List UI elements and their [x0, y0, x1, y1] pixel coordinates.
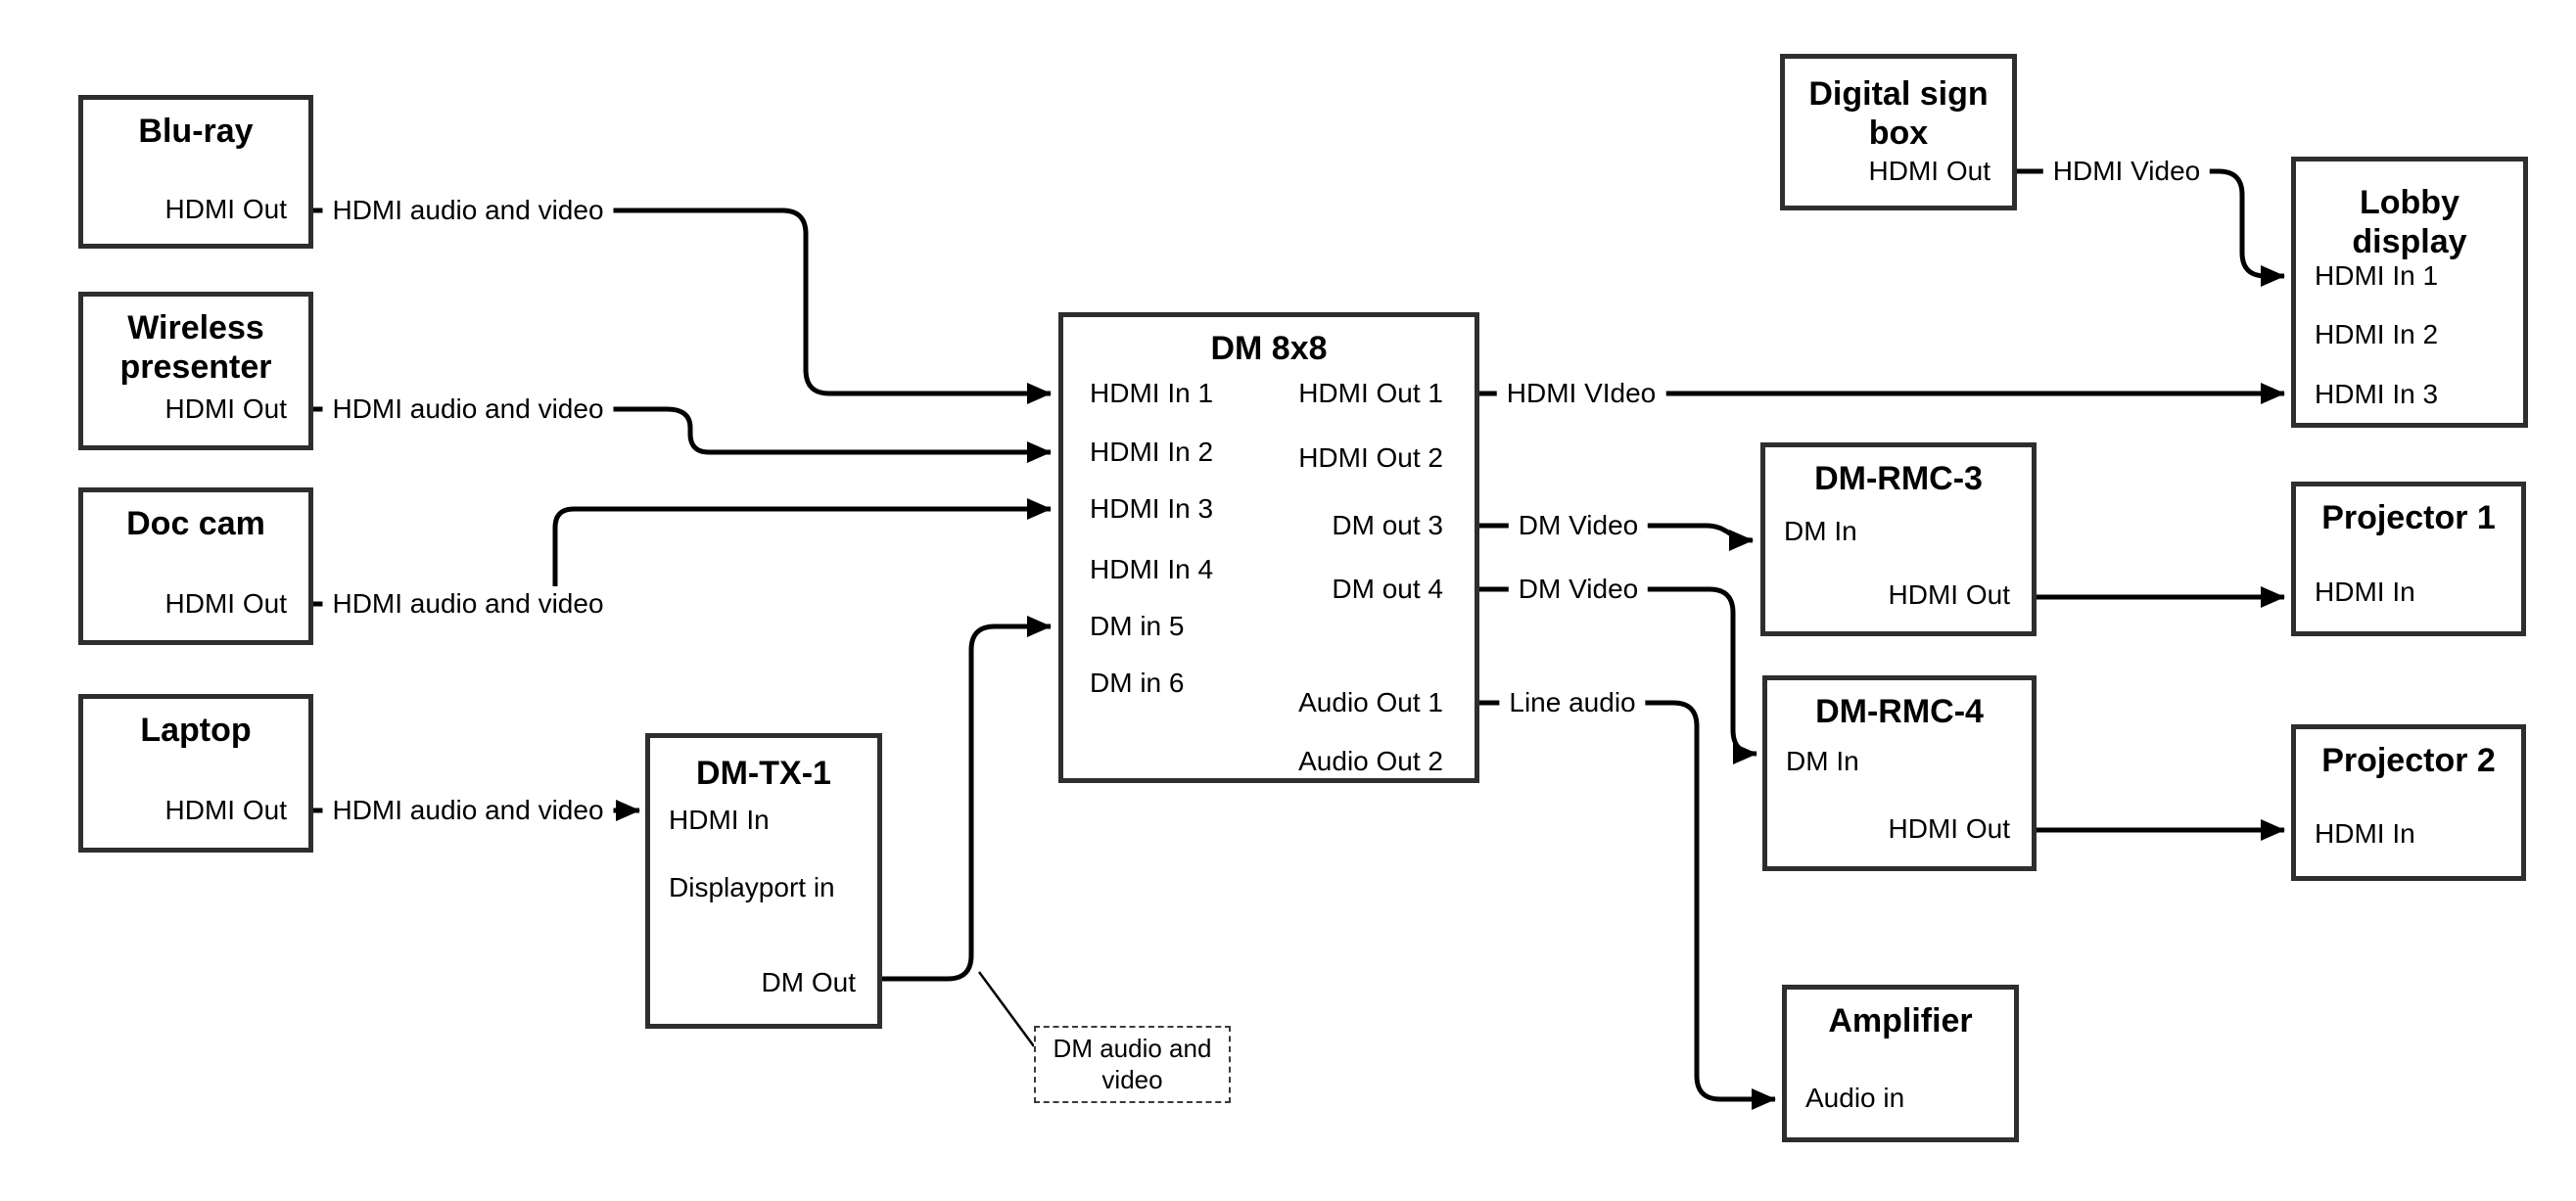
port-dm-out: DM Out: [761, 967, 856, 997]
wire-dmtx1-to-dm8x8-in5: [882, 616, 1052, 982]
wire-label-dm-video-out4: DM Video: [1508, 572, 1649, 607]
port-audio-out-1: Audio Out 1: [1298, 687, 1443, 717]
box-title: Amplifier: [1828, 1002, 1973, 1039]
port-hdmi-out: HDMI Out: [1868, 156, 1991, 186]
port-hdmi-out: HDMI Out: [164, 588, 287, 619]
box-bluray: Blu-ray HDMI Out: [78, 95, 313, 249]
port-audio-out-2: Audio Out 2: [1298, 746, 1443, 776]
box-doc-cam: Doc cam HDMI Out: [78, 487, 313, 645]
box-title: Projector 2: [2321, 742, 2496, 779]
port-displayport-in: Displayport in: [669, 872, 835, 902]
port-dm-out-4: DM out 4: [1332, 574, 1443, 604]
box-dm-rmc-3: DM-RMC-3 DM In HDMI Out: [1760, 442, 2037, 636]
box-wireless-presenter: Wireless presenter HDMI Out: [78, 292, 313, 450]
wire-label-hdmi-video-out1: HDMI VIdeo: [1496, 376, 1666, 411]
wire-label-dm-video-out3: DM Video: [1508, 508, 1649, 543]
port-hdmi-in-2: HDMI In 2: [2315, 319, 2439, 349]
port-hdmi-in: HDMI In: [2315, 818, 2415, 849]
wire-dm8x8-out3-to-dmrmc3: [1479, 523, 1754, 551]
box-digital-sign: Digital sign box HDMI Out: [1780, 54, 2017, 210]
box-title: Projector 1: [2321, 499, 2496, 536]
note-leader-line: [977, 971, 1036, 1047]
box-title: Wireless presenter: [119, 309, 272, 387]
box-title: Digital sign box: [1808, 75, 1989, 153]
wire-digitalsign-to-lobby-in1: [2017, 168, 2285, 287]
port-hdmi-in-1: HDMI In 1: [2315, 260, 2439, 291]
port-hdmi-in: HDMI In: [669, 805, 770, 835]
wire-dm8x8-audio1-to-amplifier: [1479, 700, 1776, 1110]
wire-label-hdmi-av-bluray: HDMI audio and video: [322, 193, 614, 228]
port-dm-in: DM In: [1784, 516, 1857, 546]
port-hdmi-in-3: HDMI In 3: [1090, 493, 1214, 524]
box-projector-2: Projector 2 HDMI In: [2291, 724, 2526, 881]
port-hdmi-out: HDMI Out: [164, 194, 287, 224]
box-dm-tx-1: DM-TX-1 HDMI In Displayport in DM Out: [645, 733, 882, 1029]
box-dm-rmc-4: DM-RMC-4 DM In HDMI Out: [1762, 675, 2037, 871]
box-amplifier: Amplifier Audio in: [1782, 985, 2019, 1142]
wire-dm8x8-out4-to-dmrmc4: [1479, 586, 1757, 764]
box-lobby-display: Lobby display HDMI In 1 HDMI In 2 HDMI I…: [2291, 157, 2528, 428]
port-audio-in: Audio in: [1805, 1083, 1905, 1113]
port-hdmi-in-2: HDMI In 2: [1090, 437, 1214, 467]
wire-label-hdmi-video-sign: HDMI Video: [2042, 154, 2211, 189]
box-title: Blu-ray: [138, 113, 254, 150]
port-hdmi-in-3: HDMI In 3: [2315, 379, 2439, 409]
port-hdmi-out: HDMI Out: [164, 795, 287, 825]
port-hdmi-in: HDMI In: [2315, 577, 2415, 607]
note-dm-audio-video: DM audio and video: [1034, 1026, 1231, 1103]
wire-label-hdmi-av-laptop: HDMI audio and video: [322, 793, 614, 828]
box-title: Doc cam: [126, 505, 265, 542]
box-title: DM-TX-1: [696, 755, 831, 792]
box-title: Lobby display: [2352, 184, 2467, 261]
wire-wireless-to-dm8x8-in2: [313, 406, 1052, 463]
box-dm-8x8: DM 8x8 HDMI In 1 HDMI In 2 HDMI In 3 HDM…: [1058, 312, 1479, 783]
note-text: DM audio and video: [1053, 1034, 1212, 1094]
port-hdmi-out: HDMI Out: [1888, 579, 2010, 610]
box-projector-1: Projector 1 HDMI In: [2291, 482, 2526, 636]
box-title: Laptop: [140, 712, 252, 749]
port-hdmi-out: HDMI Out: [1888, 813, 2010, 844]
wire-label-hdmi-av-doccam: HDMI audio and video: [322, 586, 614, 622]
port-dm-out-3: DM out 3: [1332, 510, 1443, 540]
wire-label-line-audio: Line audio: [1499, 685, 1646, 720]
box-laptop: Laptop HDMI Out: [78, 694, 313, 853]
box-title: DM-RMC-3: [1814, 460, 1983, 497]
port-hdmi-out: HDMI Out: [164, 393, 287, 424]
box-title: DM 8x8: [1210, 330, 1328, 367]
port-hdmi-out-1: HDMI Out 1: [1298, 378, 1443, 408]
port-hdmi-in-4: HDMI In 4: [1090, 554, 1214, 584]
box-title: DM-RMC-4: [1815, 693, 1984, 730]
port-dm-in-6: DM in 6: [1090, 668, 1185, 698]
wire-bluray-to-dm8x8-in1: [313, 208, 1052, 404]
port-hdmi-out-2: HDMI Out 2: [1298, 442, 1443, 473]
port-hdmi-in-1: HDMI In 1: [1090, 378, 1214, 408]
port-dm-in: DM In: [1786, 746, 1859, 776]
port-dm-in-5: DM in 5: [1090, 611, 1185, 641]
wire-label-hdmi-av-wireless: HDMI audio and video: [322, 392, 614, 427]
